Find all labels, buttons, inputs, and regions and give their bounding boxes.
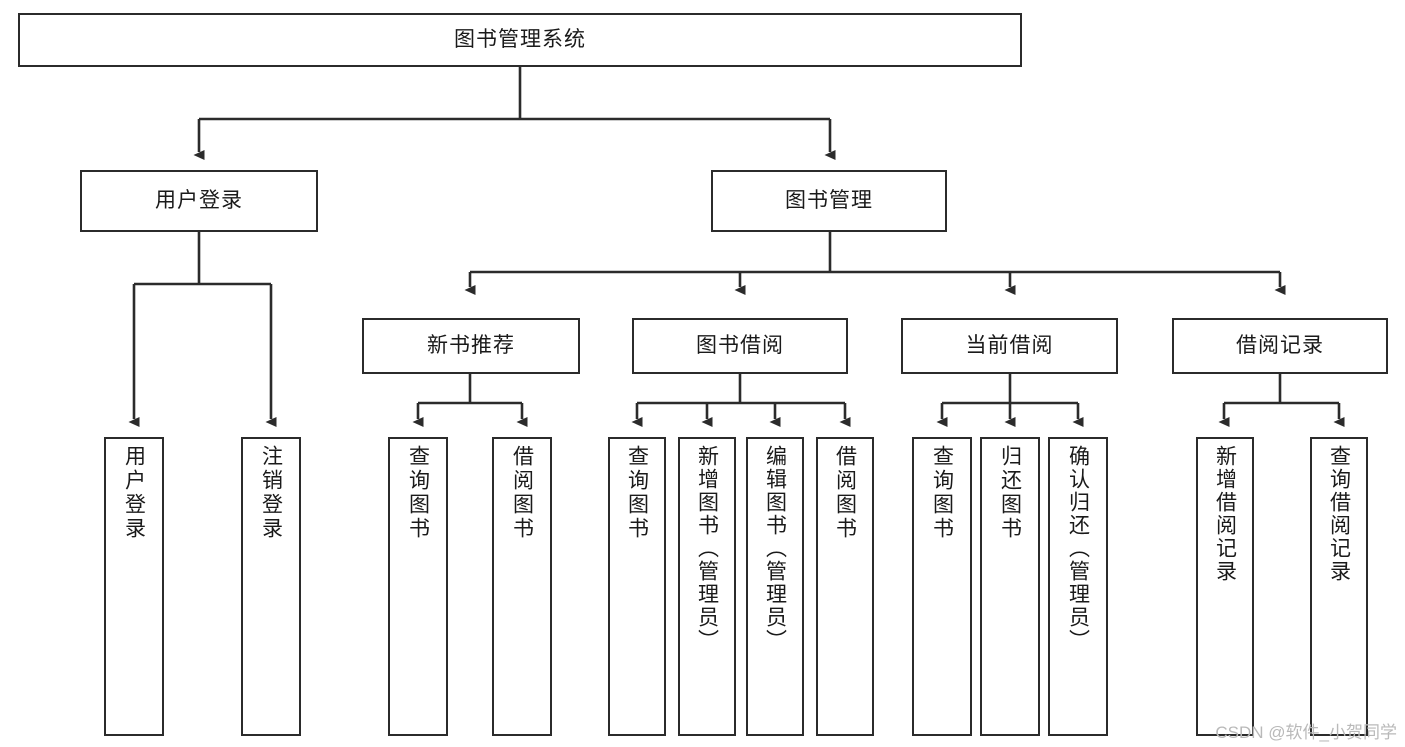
node-leaf-confirm-return-label: 确认归还（管理员） [1066, 445, 1090, 652]
node-borrow-record-label: 借阅记录 [1236, 333, 1324, 357]
node-leaf-edit-book[interactable]: 编辑图书（管理员） [746, 437, 804, 736]
node-root[interactable]: 图书管理系统 [18, 13, 1022, 67]
node-leaf-borrow-book-1[interactable]: 借阅图书 [492, 437, 552, 736]
node-leaf-return-book[interactable]: 归还图书 [980, 437, 1040, 736]
node-leaf-add-book-label: 新增图书（管理员） [695, 445, 719, 652]
node-leaf-user-login[interactable]: 用户登录 [104, 437, 164, 736]
wire-group-new-book [412, 374, 528, 427]
node-root-label: 图书管理系统 [454, 27, 586, 51]
wire-group-root [193, 67, 836, 160]
node-leaf-add-record-label: 新增借阅记录 [1213, 445, 1237, 583]
node-leaf-query-book-2[interactable]: 查询图书 [608, 437, 666, 736]
node-leaf-borrow-book-2-label: 借阅图书 [833, 445, 857, 541]
node-leaf-edit-book-label: 编辑图书（管理员） [763, 445, 787, 652]
node-leaf-query-record-label: 查询借阅记录 [1327, 445, 1351, 583]
wire-group-borrow-record [1218, 374, 1345, 427]
node-user-login[interactable]: 用户登录 [80, 170, 318, 232]
wire-group-user-login [128, 232, 277, 427]
wire-group-book-borrow [631, 374, 851, 427]
node-book-borrow[interactable]: 图书借阅 [632, 318, 848, 374]
node-current-borrow[interactable]: 当前借阅 [901, 318, 1118, 374]
node-leaf-query-book-1[interactable]: 查询图书 [388, 437, 448, 736]
node-leaf-user-login-label: 用户登录 [122, 445, 146, 541]
node-new-book-recommend[interactable]: 新书推荐 [362, 318, 580, 374]
node-current-borrow-label: 当前借阅 [965, 333, 1054, 357]
node-leaf-query-record[interactable]: 查询借阅记录 [1310, 437, 1368, 736]
node-leaf-return-book-label: 归还图书 [998, 445, 1022, 541]
node-leaf-confirm-return[interactable]: 确认归还（管理员） [1048, 437, 1108, 736]
node-leaf-add-record[interactable]: 新增借阅记录 [1196, 437, 1254, 736]
node-book-manage-label: 图书管理 [785, 188, 873, 212]
node-book-borrow-label: 图书借阅 [696, 333, 784, 357]
node-user-login-label: 用户登录 [155, 188, 243, 212]
node-borrow-record[interactable]: 借阅记录 [1172, 318, 1388, 374]
node-leaf-borrow-book-1-label: 借阅图书 [510, 445, 534, 541]
node-leaf-query-book-1-label: 查询图书 [406, 445, 430, 541]
node-leaf-query-book-3-label: 查询图书 [930, 445, 954, 541]
wire-group-book-manage [464, 232, 1286, 295]
wire-group-current-borrow [936, 374, 1084, 427]
node-new-book-recommend-label: 新书推荐 [427, 333, 515, 357]
node-leaf-add-book[interactable]: 新增图书（管理员） [678, 437, 736, 736]
node-leaf-user-logout-label: 注销登录 [259, 445, 283, 541]
watermark-text: CSDN @软件_小贺同学 [1215, 723, 1397, 742]
node-leaf-borrow-book-2[interactable]: 借阅图书 [816, 437, 874, 736]
node-book-manage[interactable]: 图书管理 [711, 170, 947, 232]
node-leaf-query-book-3[interactable]: 查询图书 [912, 437, 972, 736]
node-leaf-query-book-2-label: 查询图书 [625, 445, 649, 541]
node-leaf-user-logout[interactable]: 注销登录 [241, 437, 301, 736]
